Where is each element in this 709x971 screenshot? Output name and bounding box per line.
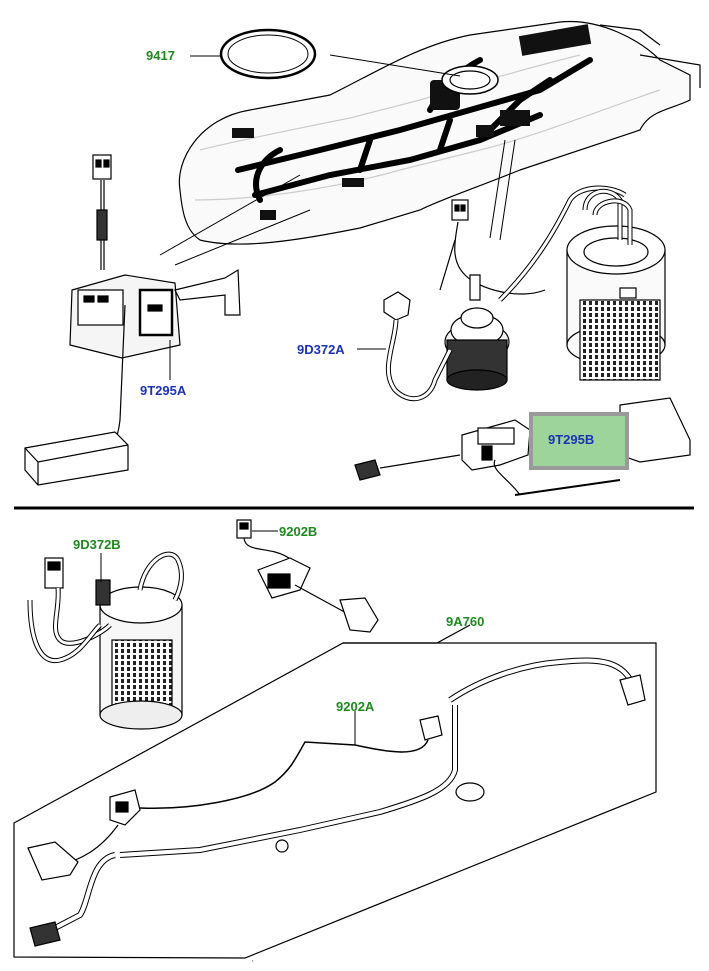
callout-9T295A[interactable]: 9T295A (140, 383, 187, 398)
callout-9D372A[interactable]: 9D372A (297, 342, 345, 357)
pump-assembly-9D372B (27, 551, 184, 730)
callout-9202B[interactable]: 9202B (279, 524, 318, 539)
level-sender-9T295A (24, 154, 241, 486)
callout-9T295B[interactable]: 9T295B (548, 432, 595, 447)
corner-mark: ' (252, 959, 254, 968)
fuel-pump-9D372A (357, 185, 627, 402)
callout-9D372B[interactable]: 9D372B (73, 537, 121, 552)
harness-box-9A760 (13, 624, 657, 959)
fuel-tank-assembly (178, 20, 701, 245)
harness-9202A (27, 657, 646, 947)
sender-9202B (236, 519, 379, 633)
callout-9417[interactable]: 9417 (146, 48, 175, 63)
highlight-box-9T295B (529, 412, 629, 470)
level-sender-9T295B (354, 397, 691, 496)
seal-ring-9417 (190, 28, 461, 80)
callout-9A760[interactable]: 9A760 (446, 614, 485, 629)
leader-lines-top (159, 139, 516, 266)
pump-module-top (566, 188, 666, 381)
callout-9202A[interactable]: 9202A (336, 699, 375, 714)
